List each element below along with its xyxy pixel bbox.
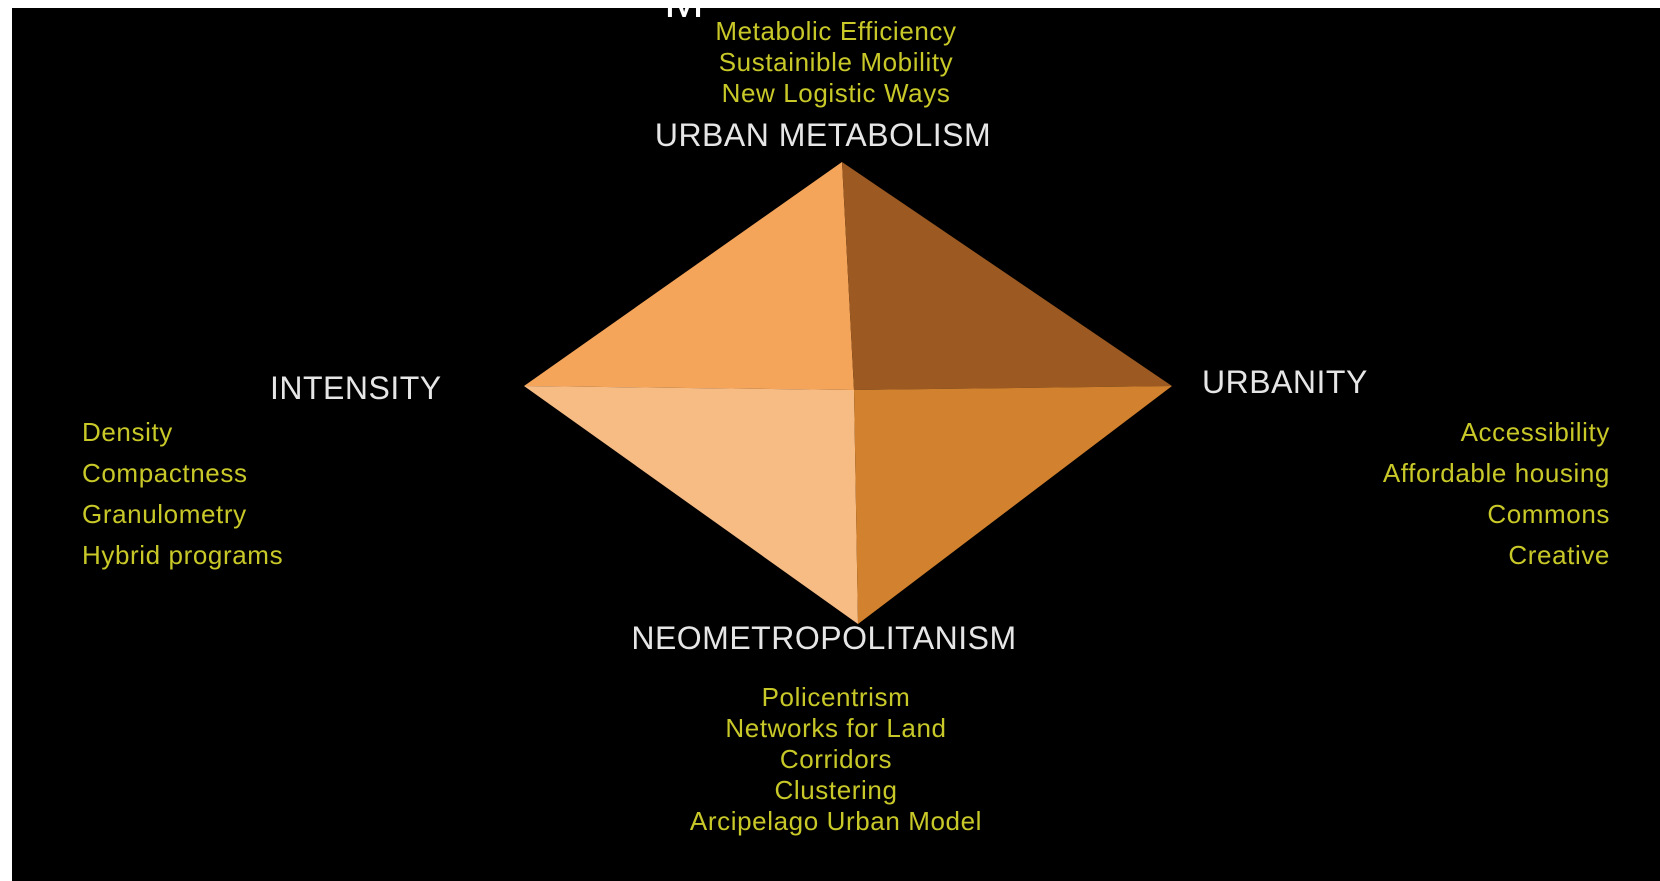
diagram-canvas: M Metabolic Efficiency Sustainible Mobil…: [12, 8, 1660, 881]
neometropolitanism-items: Policentrism Networks for Land Corridors…: [536, 682, 1136, 837]
urbanity-items: Accessibility Affordable housing Commons…: [1383, 412, 1610, 576]
pyramid-face-top-left: [524, 162, 854, 390]
title-fragment: M: [664, 8, 704, 26]
list-item: Policentrism: [761, 682, 911, 712]
list-item: Compactness: [82, 458, 248, 488]
list-item: Clustering: [774, 775, 898, 805]
list-item: Metabolic Efficiency: [715, 16, 957, 46]
list-item: Granulometry: [82, 499, 247, 529]
list-item: Networks for Land: [725, 713, 947, 743]
pyramid-face-bottom-left: [524, 386, 858, 624]
pyramid-diagram: [524, 162, 1172, 624]
pyramid-face-bottom-right: [854, 386, 1172, 624]
list-item: Accessibility: [1460, 417, 1610, 447]
list-item: New Logistic Ways: [721, 78, 951, 108]
list-item: Creative: [1508, 540, 1610, 570]
axis-label-intensity: INTENSITY: [270, 370, 442, 406]
pyramid-face-top-right: [842, 162, 1172, 390]
list-item: Corridors: [779, 744, 893, 774]
axis-label-neometropolitanism: NEOMETROPOLITANISM: [631, 620, 1017, 656]
intensity-items: Density Compactness Granulometry Hybrid …: [82, 412, 283, 576]
axis-label-urbanity: URBANITY: [1202, 364, 1368, 400]
list-item: Affordable housing: [1382, 458, 1610, 488]
axis-label-urban-metabolism: URBAN METABOLISM: [654, 117, 992, 153]
list-item: Hybrid programs: [82, 540, 284, 570]
list-item: Arcipelago Urban Model: [689, 806, 983, 836]
urban-metabolism-items: Metabolic Efficiency Sustainible Mobilit…: [536, 16, 1136, 109]
list-item: Sustainible Mobility: [718, 47, 954, 77]
list-item: Density: [82, 417, 173, 447]
list-item: Commons: [1487, 499, 1610, 529]
